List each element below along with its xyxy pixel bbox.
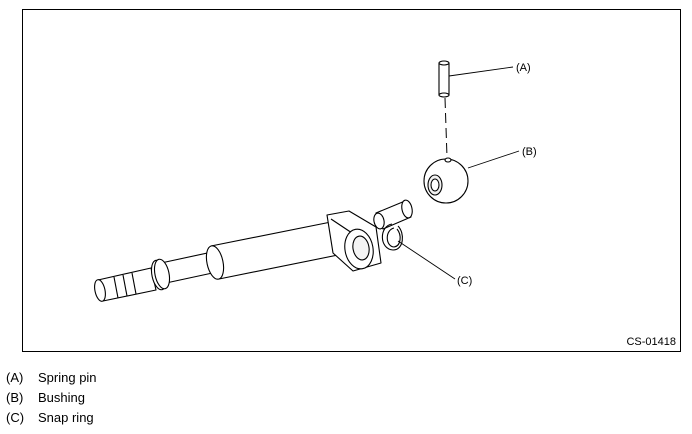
callout-label-a: (A) (516, 62, 531, 74)
spring-pin (438, 60, 450, 98)
callout-label-c: (C) (457, 275, 472, 287)
callout-label-b: (B) (522, 146, 537, 158)
legend-key: (B) (6, 390, 24, 405)
figure-frame: (A) (B) (C) CS-01418 (22, 9, 681, 352)
leader-line-c (397, 240, 456, 280)
shift-rod (94, 199, 413, 302)
bushing (423, 157, 469, 204)
legend-label: Snap ring (38, 410, 94, 425)
legend-row: (B) Bushing (6, 388, 97, 408)
legend-key: (A) (6, 370, 24, 385)
legend-label: Spring pin (38, 370, 97, 385)
legend-row: (C) Snap ring (6, 408, 97, 428)
legend-key: (C) (6, 410, 25, 425)
snap-ring (381, 223, 403, 251)
leader-line-b (467, 150, 520, 169)
parts-illustration: (A) (B) (C) (94, 60, 537, 302)
leader-line-a (448, 66, 514, 77)
parts-legend: (A) Spring pin (B) Bushing (C) Snap ring (6, 368, 97, 428)
assembly-axis-line (444, 97, 448, 158)
legend-row: (A) Spring pin (6, 368, 97, 388)
legend-label: Bushing (38, 390, 85, 405)
figure-code: CS-01418 (626, 336, 676, 348)
